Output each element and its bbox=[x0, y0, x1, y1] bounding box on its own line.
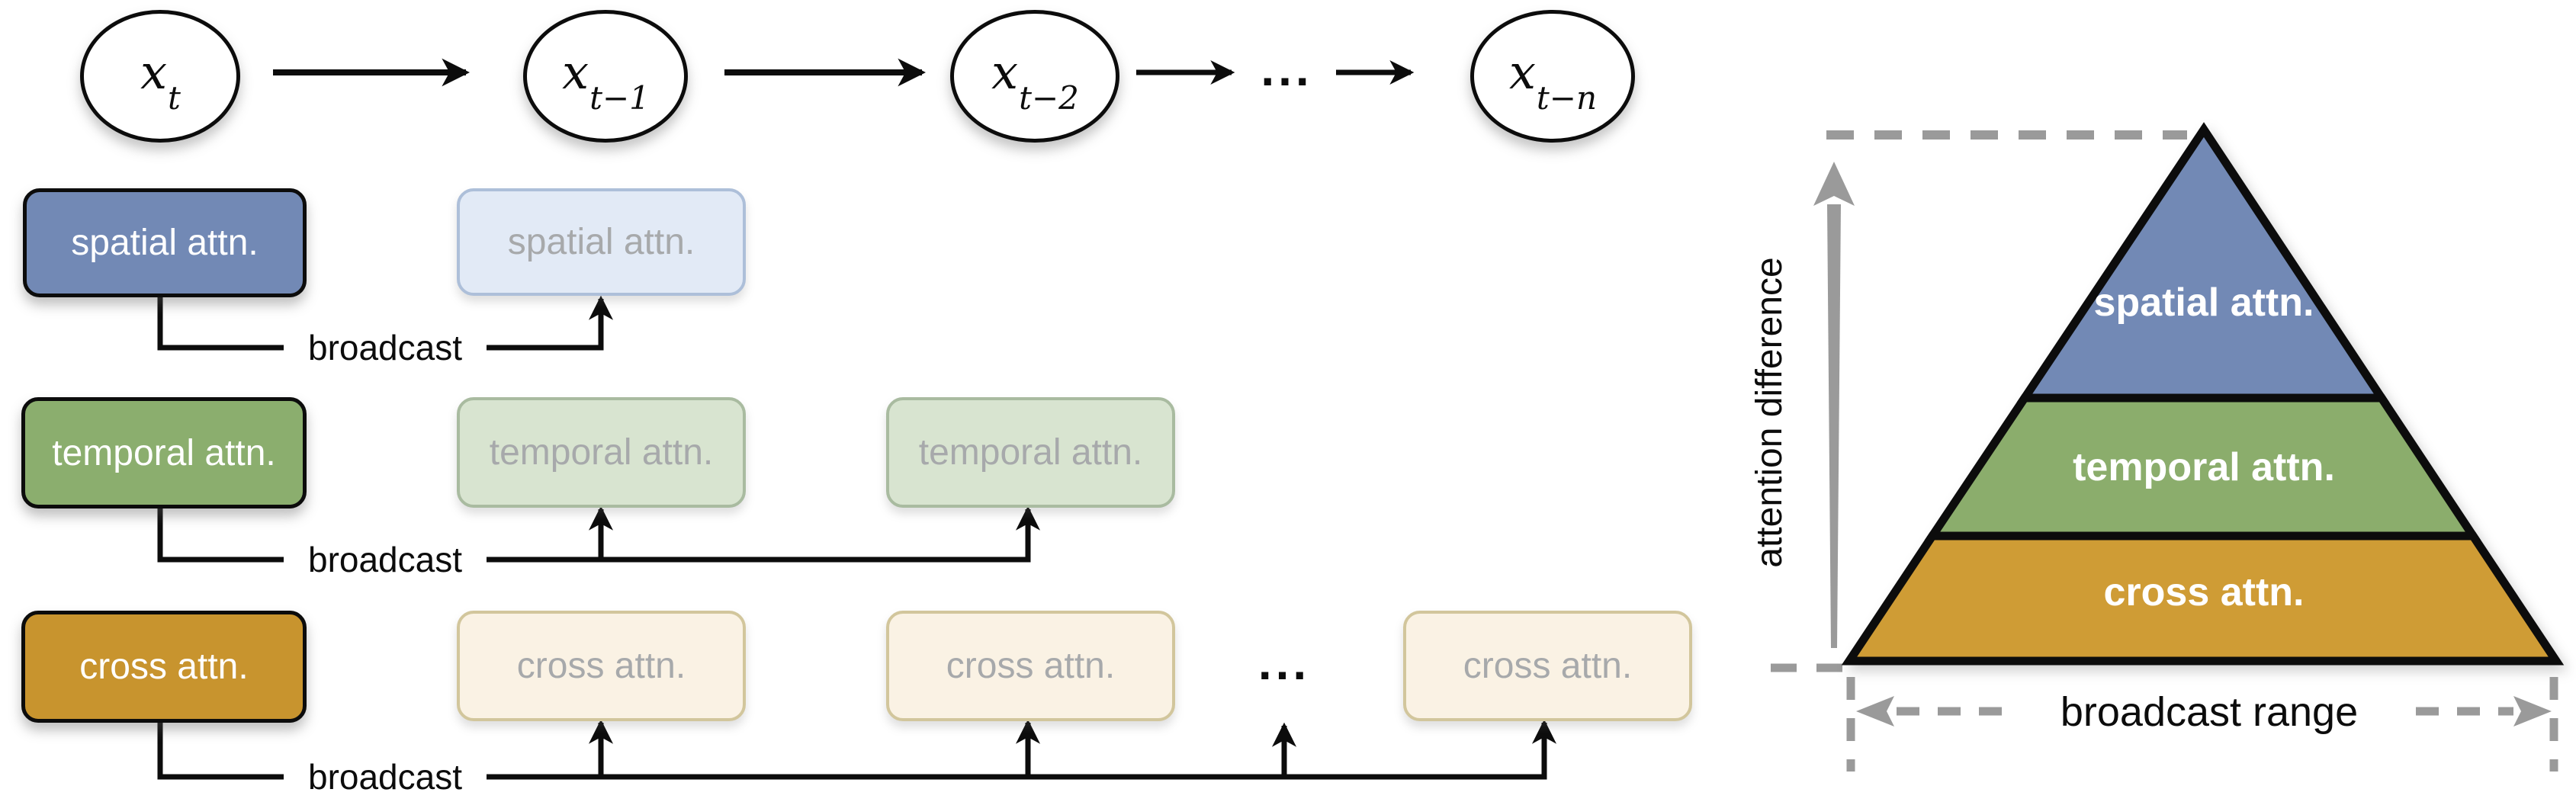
temporal-attn-box-broadcast-2: temporal attn. bbox=[886, 397, 1175, 508]
pyramid-layer-spatial bbox=[2016, 122, 2390, 403]
broadcast-label-spatial: broadcast bbox=[284, 322, 487, 373]
latent-node-label: xt−n bbox=[1508, 43, 1598, 117]
latent-node-xt-n: xt−n bbox=[1470, 10, 1635, 143]
broadcast-label-cross: broadcast bbox=[284, 752, 487, 802]
pyramid-label-cross: cross attn. bbox=[2103, 570, 2305, 614]
broadcast-range-arrow-right-head bbox=[2513, 696, 2552, 727]
spatial-attn-box-solid: spatial attn. bbox=[23, 188, 307, 297]
broadcast-range-arrow-left-head bbox=[1856, 696, 1894, 727]
temporal-attn-box-broadcast-1: temporal attn. bbox=[457, 397, 746, 508]
latent-node-label: xt−1 bbox=[562, 43, 650, 117]
attention-difference-arrow-head bbox=[1813, 162, 1855, 206]
pyramid-label-spatial: spatial attn. bbox=[2093, 281, 2314, 325]
cross-attn-box-broadcast-2: cross attn. bbox=[886, 611, 1175, 721]
cross-attn-box-broadcast-1: cross attn. bbox=[457, 611, 746, 721]
latent-node-xt-2: xt−2 bbox=[950, 10, 1119, 143]
latent-node-label: xt bbox=[140, 43, 181, 117]
spatial-attn-box-broadcast-1: spatial attn. bbox=[457, 188, 746, 296]
cross-attn-box-broadcast-3: cross attn. bbox=[1403, 611, 1692, 721]
broadcast-range-label: broadcast range bbox=[2060, 689, 2359, 735]
cross-attn-box-solid: cross attn. bbox=[21, 611, 307, 723]
broadcast-connector-cross bbox=[157, 714, 1557, 780]
timeline-ellipsis: ... bbox=[1261, 41, 1313, 96]
pyramid-label-temporal: temporal attn. bbox=[2073, 445, 2335, 489]
attention-difference-arrow-shaft bbox=[1827, 204, 1841, 648]
temporal-attn-box-solid: temporal attn. bbox=[21, 397, 307, 508]
pyramid bbox=[1841, 122, 2565, 666]
latent-node-xt-1: xt−1 bbox=[523, 10, 688, 143]
broadcast-label-temporal: broadcast bbox=[284, 534, 487, 585]
latent-node-label: xt−2 bbox=[991, 43, 1079, 117]
attention-difference-axis-label: attention difference bbox=[1749, 257, 1790, 568]
cross-attn-row-ellipsis: ... bbox=[1257, 635, 1311, 690]
broadcast-connector-temporal bbox=[157, 500, 1041, 563]
latent-node-xt: xt bbox=[80, 10, 240, 143]
